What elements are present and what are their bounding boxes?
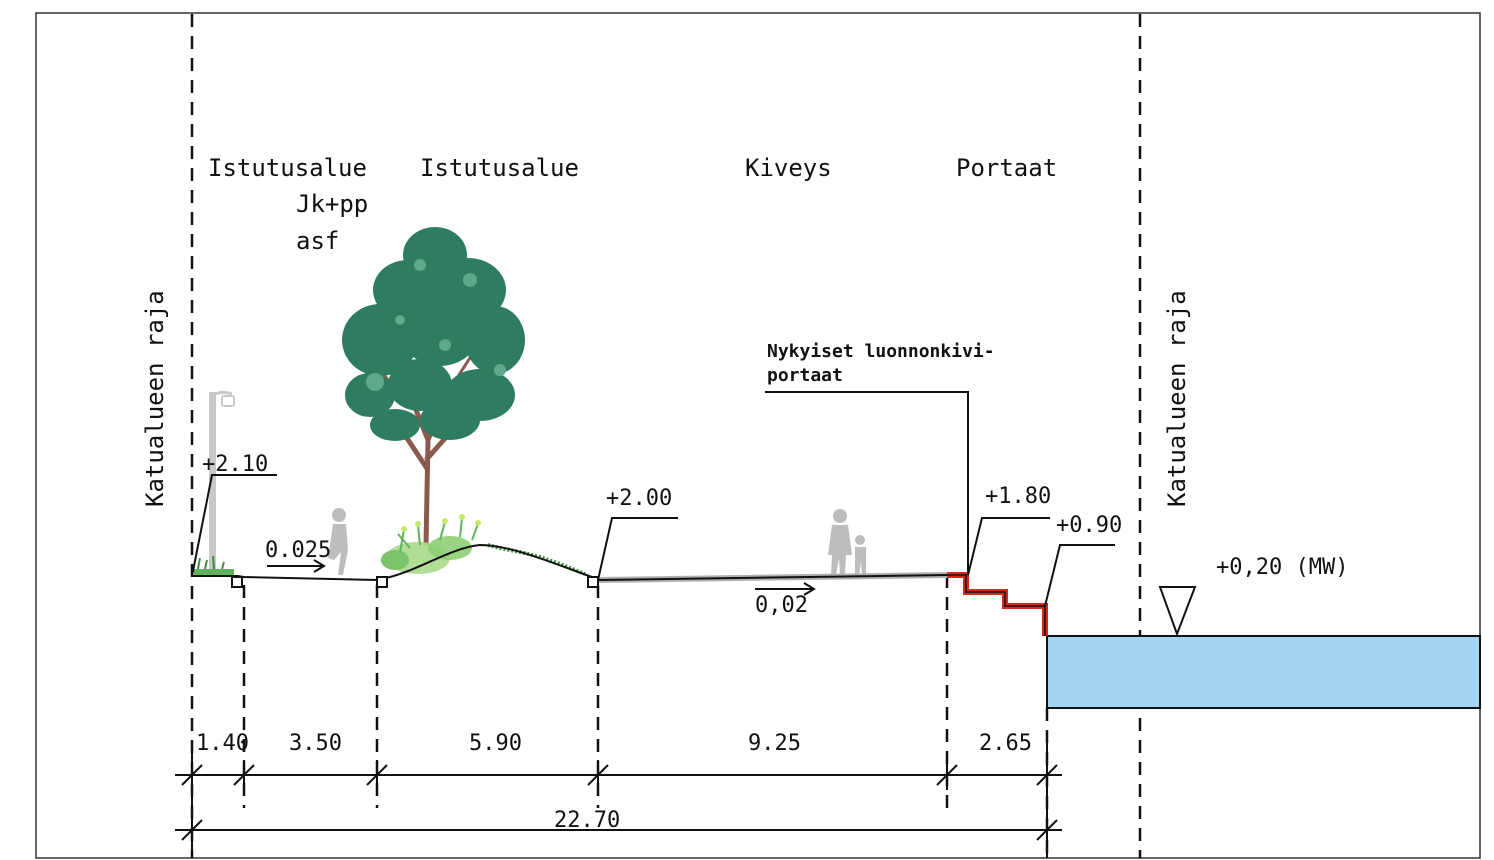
kerb-icon [231,576,243,588]
street-lamp-icon [209,390,235,575]
grass-strip-icon [194,555,234,576]
dimension-value: 1.40 [196,731,249,756]
zone-label-stairs: Portaat [956,154,1057,182]
drawing-frame [35,12,1481,859]
kerb-icon [376,576,388,588]
zone-label-path-surface: asf [296,227,339,255]
dimension-value: 5.90 [469,731,522,756]
adult-child-figures-icon [828,509,866,575]
dimension-lines [175,740,1062,858]
boundary-label-left: Katualueen raja [141,290,169,507]
level-label: +0.90 [1056,513,1122,538]
slope-label: 0,02 [755,593,808,618]
tree-icon [342,227,525,546]
water-level-label: +0,20 (MW) [1216,555,1348,580]
shrub-planting-icon [381,514,586,576]
zone-label-planting-2: Istutusalue [420,154,579,182]
dimension-total: 22.70 [554,808,620,833]
slope-label: 0.025 [265,538,331,563]
slope-arrows [267,559,816,596]
water-level-triangle-icon [1158,586,1197,637]
stairs-note: Nykyiset luonnonkivi- [767,341,995,362]
dimension-value: 9.25 [748,731,801,756]
stairs-note: portaat [767,365,843,386]
level-leaders [191,391,1115,607]
water-body [1046,635,1481,709]
level-label: +1.80 [985,484,1051,509]
pedestrian-figure-icon [328,508,348,575]
kerb-icon [587,576,599,588]
boundary-label-right: Katualueen raja [1163,290,1191,507]
zone-label-paving: Kiveys [745,154,832,182]
level-label: +2.00 [606,486,672,511]
zone-label-path: Jk+pp [296,190,368,218]
dimension-value: 2.65 [979,731,1032,756]
stone-stairs-outline [947,574,1046,636]
level-label: +2.10 [202,452,268,477]
dimension-value: 3.50 [289,731,342,756]
zone-label-planting: Istutusalue [208,154,367,182]
